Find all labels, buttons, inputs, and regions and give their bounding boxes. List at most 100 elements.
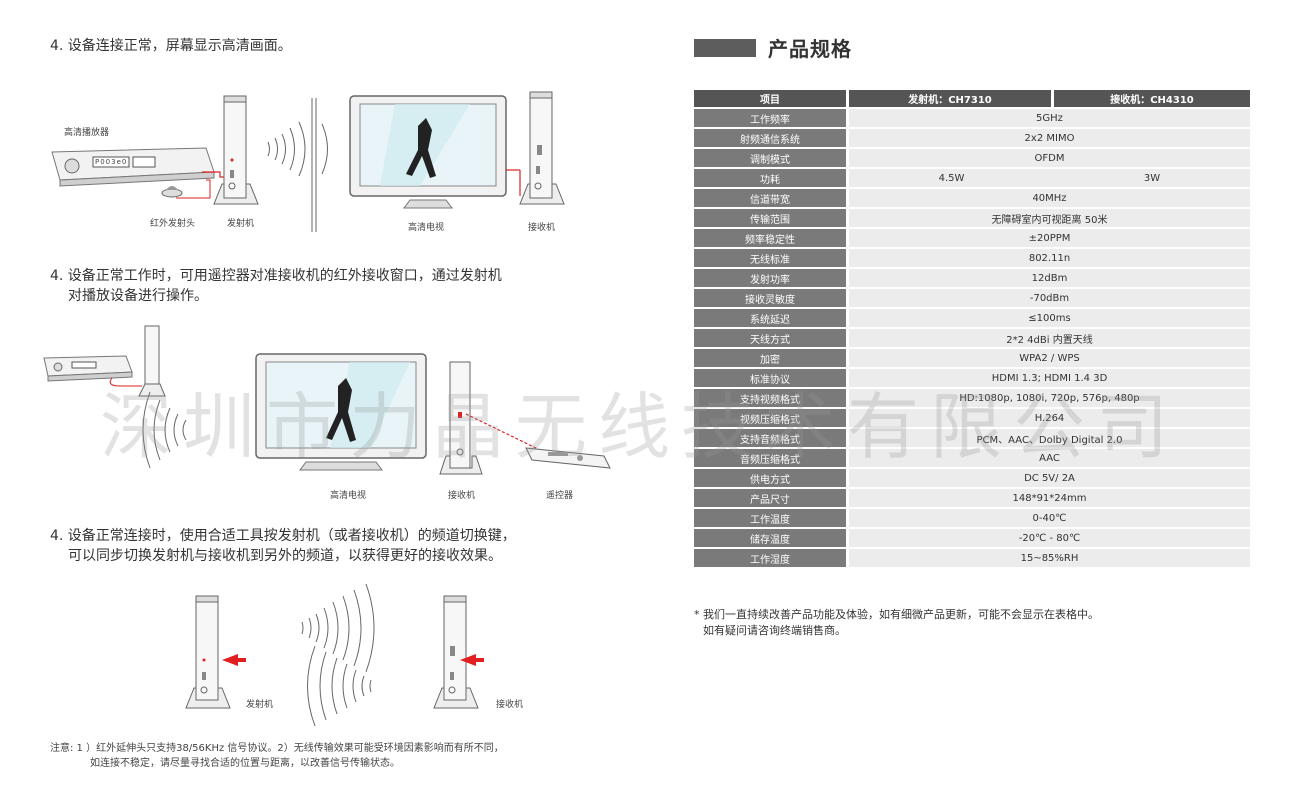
spec-value: 802.11n <box>849 249 1250 267</box>
spec-key: 产品尺寸 <box>694 489 849 507</box>
spec-value: OFDM <box>849 149 1250 167</box>
spec-footnote: * 我们一直持续改善产品功能及体验，如有细微产品更新，可能不会显示在表格中。 如… <box>694 608 1099 637</box>
spec-key: 无线标准 <box>694 249 849 267</box>
label-remote: 遥控器 <box>546 491 574 501</box>
spec-value-receiver: 3W <box>1054 169 1250 187</box>
spec-value: 2x2 MIMO <box>849 129 1250 147</box>
spec-key: 音频压缩格式 <box>694 449 849 467</box>
spec-key: 功耗 <box>694 169 849 187</box>
hd-tv-illustration-2 <box>255 353 427 471</box>
note-text: 注意: 1 ）红外延伸头只支持38/56KHz 信号协议。2）无线传输效果可能受… <box>50 743 504 769</box>
hd-player-illustration-2 <box>43 355 133 382</box>
spec-key: 系统延迟 <box>694 309 849 327</box>
spec-key: 储存温度 <box>694 529 849 547</box>
spec-value: DC 5V/ 2A <box>849 469 1250 487</box>
step-1-text: 4. 设备连接正常，屏幕显示高清画面。 <box>50 38 292 54</box>
receiver-illustration <box>506 91 565 205</box>
spec-key: 工作温度 <box>694 509 849 527</box>
spec-header-transmitter: 发射机：CH7310 <box>849 90 1054 107</box>
label-receiver-2: 接收机 <box>448 491 476 501</box>
table-row: 系统延迟≤100ms <box>694 309 1250 327</box>
spec-key: 信道带宽 <box>694 189 849 207</box>
table-row: 传输范围无障碍室内可视距离 50米 <box>694 209 1250 227</box>
spec-value: H.264 <box>849 409 1250 427</box>
spec-key: 加密 <box>694 349 849 367</box>
spec-key: 供电方式 <box>694 469 849 487</box>
spec-value: ±20PPM <box>849 229 1250 247</box>
spec-value: AAC <box>849 449 1250 467</box>
spec-value: 无障碍室内可视距离 50米 <box>849 209 1250 227</box>
label-transmitter: 发射机 <box>227 219 255 229</box>
hd-tv-illustration <box>349 95 507 209</box>
spec-value: ≤100ms <box>849 309 1250 327</box>
spec-key: 发射功率 <box>694 269 849 287</box>
spec-value: PCM、AAC、Dolby Digital 2.0 <box>849 429 1250 447</box>
spec-value: 0-40℃ <box>849 509 1250 527</box>
red-arrow-icon <box>222 654 246 666</box>
spec-key: 传输范围 <box>694 209 849 227</box>
spec-key: 工作湿度 <box>694 549 849 567</box>
table-row: 储存温度-20℃ - 80℃ <box>694 529 1250 547</box>
hd-player-illustration <box>51 147 215 187</box>
spec-key: 工作频率 <box>694 109 849 127</box>
player-display: P003e0 <box>95 158 128 166</box>
label-hd-player: 高清播放器 <box>64 128 110 138</box>
transmitter-illustration-2 <box>138 325 166 397</box>
spec-value: -70dBm <box>849 289 1250 307</box>
transmitter-illustration <box>213 95 259 205</box>
spec-header-receiver: 接收机：CH4310 <box>1054 90 1250 107</box>
spec-header-item: 项目 <box>694 90 849 107</box>
spec-value: 12dBm <box>849 269 1250 287</box>
spec-key: 支持音频格式 <box>694 429 849 447</box>
remote-control-illustration <box>525 447 611 469</box>
label-transmitter-3: 发射机 <box>246 700 274 710</box>
spec-value: -20℃ - 80℃ <box>849 529 1250 547</box>
spec-value: WPA2 / WPS <box>849 349 1250 367</box>
table-row: 接收灵敏度-70dBm <box>694 289 1250 307</box>
spec-key: 频率稳定性 <box>694 229 849 247</box>
red-arrow-icon <box>460 654 484 666</box>
label-ir-emitter: 红外发射头 <box>150 219 196 229</box>
spec-value: HD:1080p, 1080i, 720p, 576p, 480p <box>849 389 1250 407</box>
receiver-illustration-2 <box>439 361 483 475</box>
spec-key: 接收灵敏度 <box>694 289 849 307</box>
instructions-panel: 4. 设备连接正常，屏幕显示高清画面。 <box>43 38 611 769</box>
transmitter-illustration-3 <box>185 595 246 709</box>
spec-value: HDMI 1.3; HDMI 1.4 3D <box>849 369 1250 387</box>
spec-table-header-row: 项目 发射机：CH7310 接收机：CH4310 <box>694 90 1250 107</box>
spec-key: 支持视频格式 <box>694 389 849 407</box>
spec-value: 15~85%RH <box>849 549 1250 567</box>
spec-value: 5GHz <box>849 109 1250 127</box>
diagram-connection <box>51 91 565 232</box>
spec-value: 148*91*24mm <box>849 489 1250 507</box>
label-hd-tv-2: 高清电视 <box>330 491 367 501</box>
spec-value: 2*2 4dBi 内置天线 <box>849 329 1250 347</box>
label-receiver-3: 接收机 <box>496 700 524 710</box>
label-hd-tv: 高清电视 <box>408 223 445 233</box>
step-3-text: 4. 设备正常连接时，使用合适工具按发射机（或者接收机）的频道切换键， 可以同步… <box>50 528 516 564</box>
label-receiver: 接收机 <box>528 223 556 233</box>
diagram-remote-control <box>43 325 611 475</box>
step-2-text: 4. 设备正常工作时，可用遥控器对准接收机的红外接收窗口，通过发射机 对播放设备… <box>50 268 502 304</box>
spec-key: 调制模式 <box>694 149 849 167</box>
